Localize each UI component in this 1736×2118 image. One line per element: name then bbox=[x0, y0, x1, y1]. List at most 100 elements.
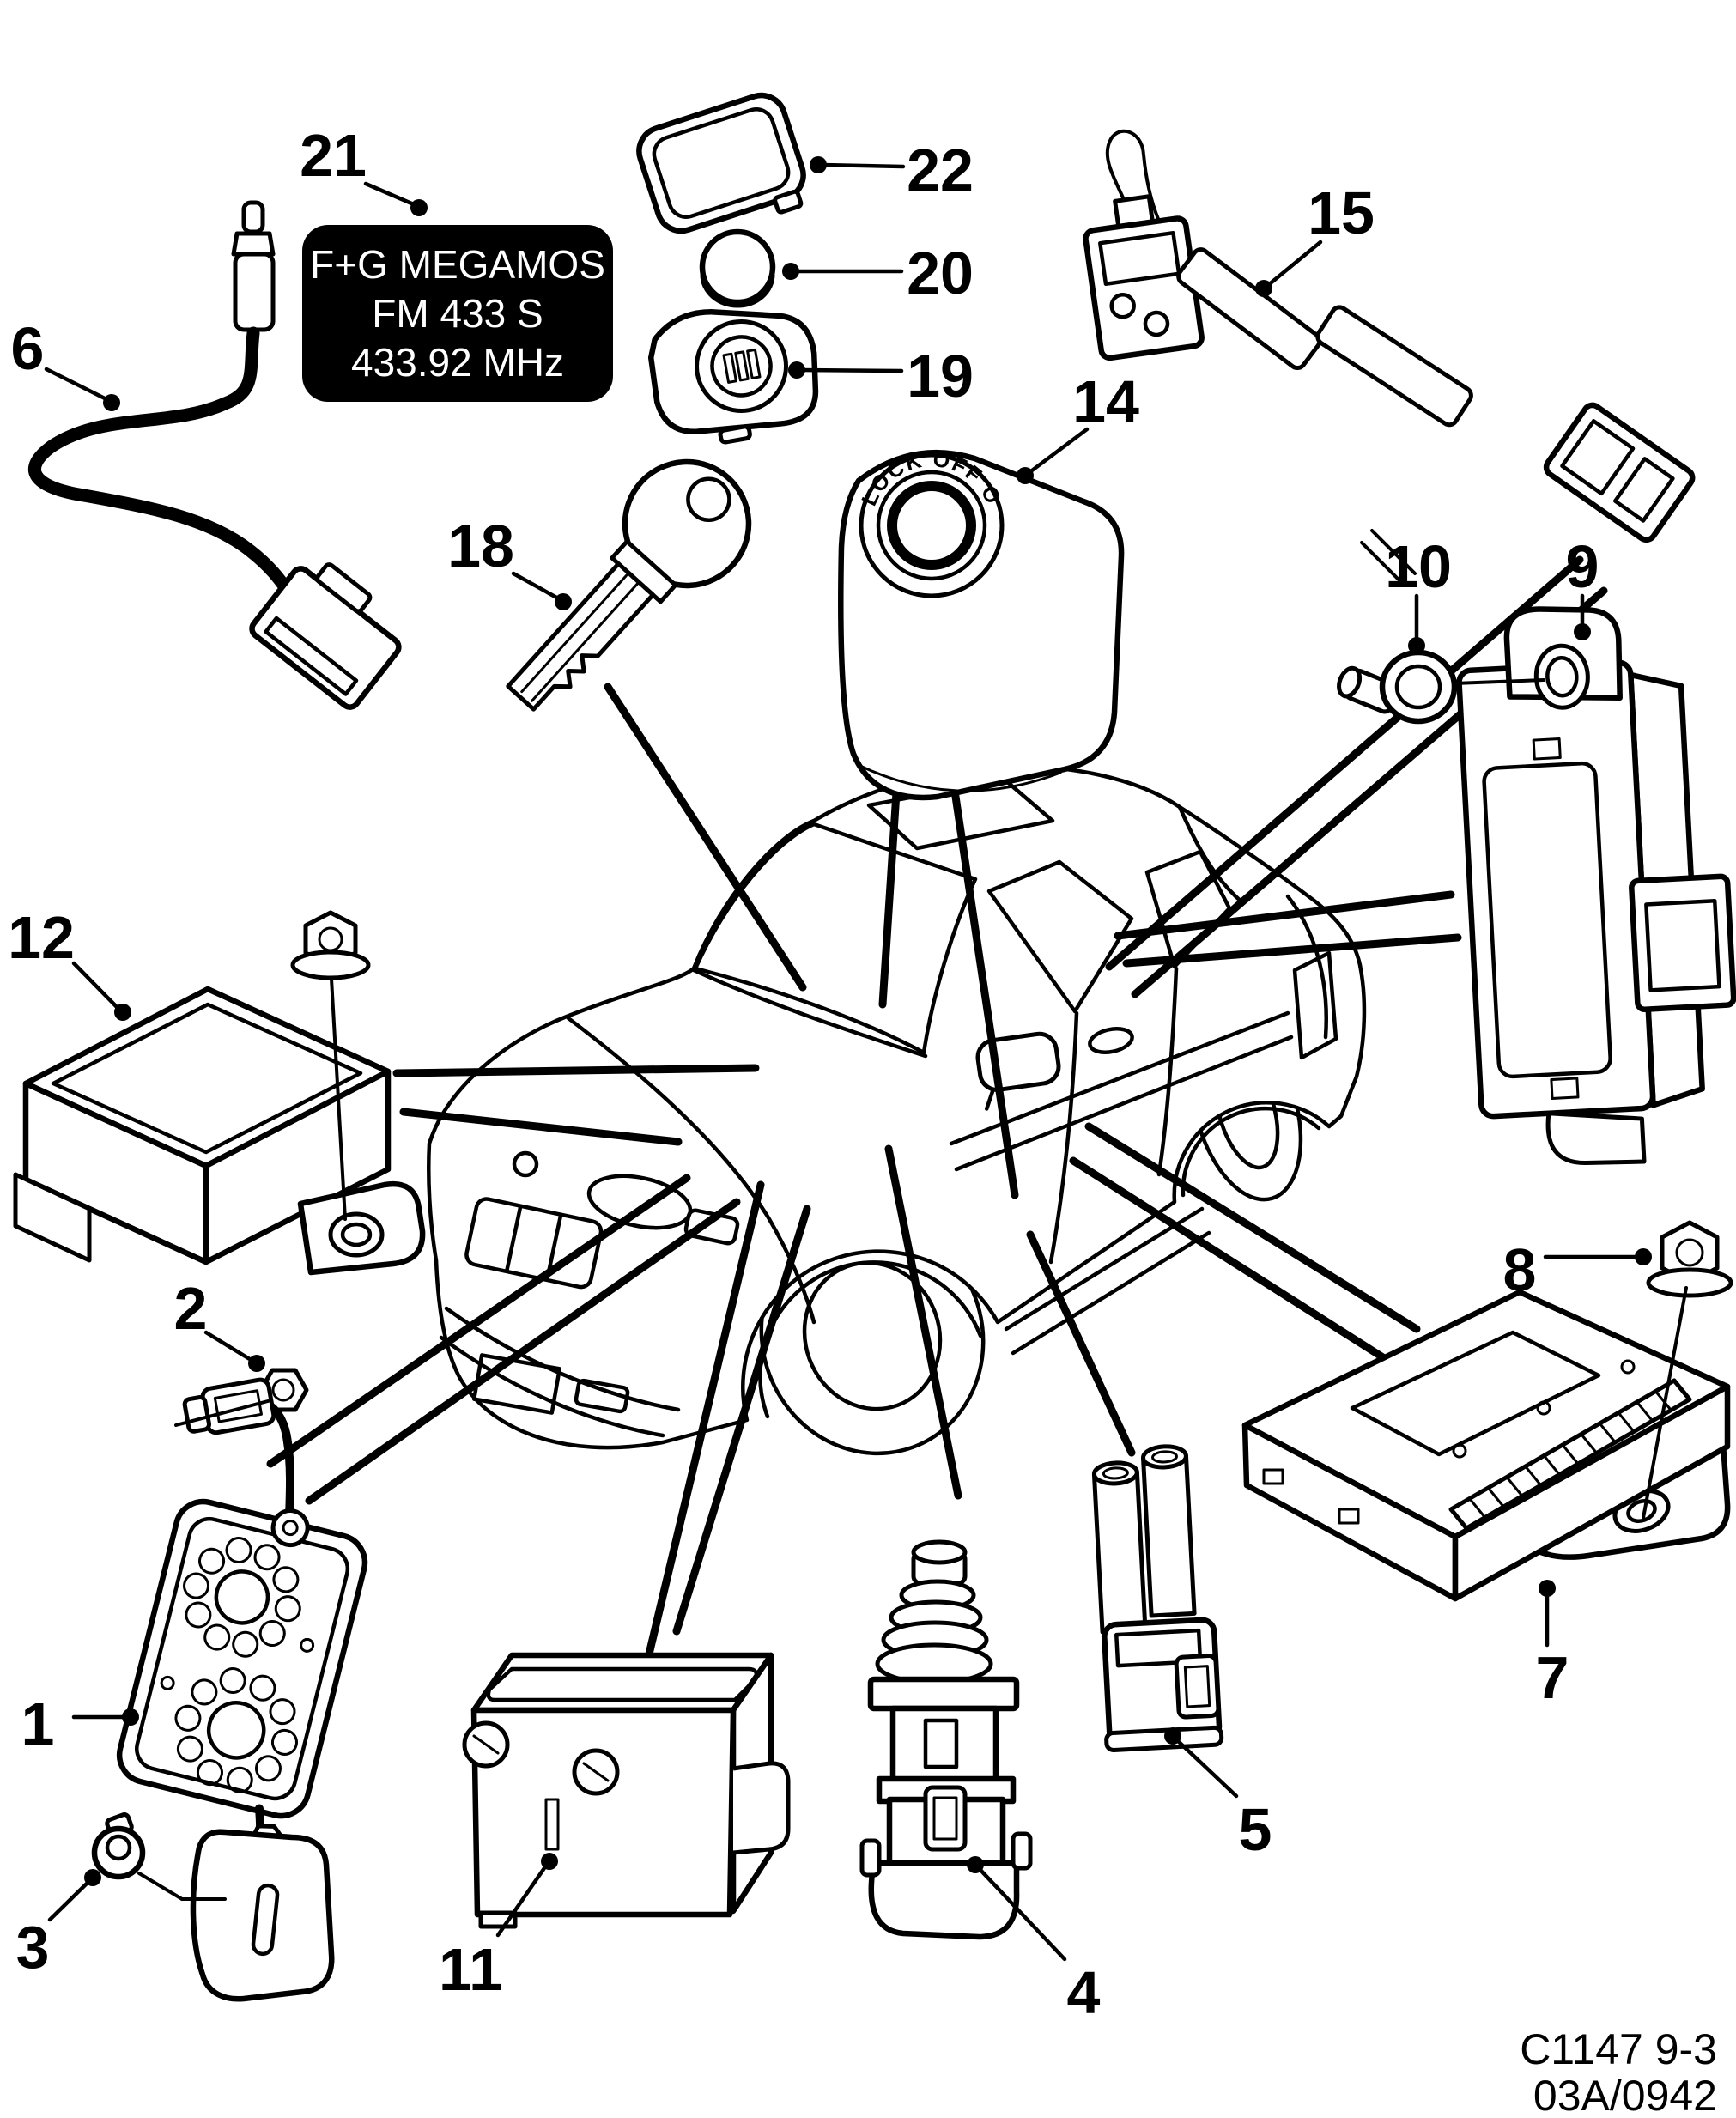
part-leader-line bbox=[672, 1205, 811, 1636]
callout-number: 12 bbox=[8, 904, 75, 971]
part-leader-line bbox=[1105, 555, 1584, 971]
callout-number: 4 bbox=[1067, 1959, 1101, 2026]
car-illustration bbox=[427, 763, 1367, 1456]
callout-ignition-lock-cover: 14 bbox=[1017, 368, 1139, 484]
callout-remote-cover: 22 bbox=[810, 137, 974, 203]
callout-expansion-rivet: 10 bbox=[1385, 533, 1452, 654]
part-leader-line bbox=[884, 1144, 962, 1500]
rear-door-seam bbox=[1156, 966, 1179, 1177]
speaker-hole bbox=[203, 1623, 231, 1651]
callout-dot bbox=[114, 1004, 131, 1021]
auxiliary-lines bbox=[137, 529, 1688, 1901]
callout-dot bbox=[555, 593, 572, 610]
callout-number: 11 bbox=[439, 1936, 502, 2003]
callout-hood-switch: 4 bbox=[967, 1856, 1101, 2026]
speaker-hole bbox=[269, 1698, 296, 1726]
comb-tick bbox=[1636, 1400, 1654, 1423]
callout-holder-bracket: 11 bbox=[439, 1853, 558, 2003]
callout-dot bbox=[967, 1856, 984, 1873]
aux-line bbox=[137, 1872, 184, 1901]
callout-leader bbox=[819, 162, 906, 169]
windshield bbox=[693, 822, 978, 1055]
siren-speaker-2 bbox=[174, 1667, 298, 1793]
aux-line bbox=[1453, 678, 1545, 685]
drawing-code-line-1: C1147 9-3 bbox=[1520, 2025, 1717, 2073]
callout-number: 8 bbox=[1503, 1236, 1537, 1303]
callout-leader bbox=[511, 571, 562, 602]
speaker-hole bbox=[225, 1537, 252, 1564]
comb-tick bbox=[1617, 1411, 1636, 1433]
lock-switch-cable-part bbox=[1083, 129, 1696, 543]
part-leader-line bbox=[1122, 933, 1462, 968]
part-leader-line bbox=[1114, 890, 1455, 940]
door-handle bbox=[1088, 1027, 1134, 1054]
speaker-hole bbox=[270, 1728, 298, 1756]
speaker-hole bbox=[219, 1667, 246, 1695]
speaker-hole bbox=[196, 1759, 223, 1787]
callout-dot bbox=[810, 156, 827, 173]
comb-tick bbox=[1542, 1454, 1561, 1476]
aux-line bbox=[174, 1399, 270, 1427]
plate-line-1: F+G MEGAMOS bbox=[310, 242, 605, 287]
part-leader-line bbox=[1026, 1230, 1136, 1457]
comb-tick bbox=[1672, 1379, 1691, 1401]
callout-number: 21 bbox=[300, 122, 367, 189]
callout-dot bbox=[103, 394, 120, 411]
speaker-hole bbox=[191, 1678, 218, 1706]
key-blade-part bbox=[506, 458, 752, 712]
speaker-hole bbox=[258, 1620, 286, 1648]
speaker-hole bbox=[176, 1735, 203, 1763]
callout-siren-nut: 2 bbox=[174, 1275, 265, 1372]
connector-housing-part bbox=[1091, 1444, 1224, 1752]
callout-dot bbox=[1408, 637, 1425, 654]
callout-number: 5 bbox=[1239, 1796, 1272, 1863]
callout-number: 20 bbox=[907, 240, 974, 306]
callout-antenna-cable: 6 bbox=[11, 315, 120, 411]
callout-leader bbox=[71, 961, 122, 1012]
callout-alarm-control-module: 7 bbox=[1536, 1580, 1569, 1711]
speaker-hole bbox=[254, 1755, 282, 1782]
callout-number: 7 bbox=[1536, 1644, 1569, 1711]
antenna-cable-part bbox=[28, 200, 402, 710]
cable-sleeve-2 bbox=[1315, 305, 1473, 428]
callout-dot bbox=[1255, 280, 1272, 297]
part-leader-lines bbox=[266, 555, 1608, 1824]
rear-arch-lip bbox=[1181, 1107, 1321, 1198]
aux-line bbox=[330, 977, 347, 1221]
comb-tick bbox=[1468, 1497, 1487, 1519]
callout-number: 1 bbox=[21, 1690, 55, 1757]
c-pillar-line bbox=[1177, 804, 1246, 906]
callout-number: 14 bbox=[1072, 368, 1139, 435]
callout-leader bbox=[1026, 427, 1090, 476]
transponder-key-head-part bbox=[647, 309, 819, 445]
speaker-hole bbox=[274, 1595, 301, 1623]
speaker-hole bbox=[253, 1544, 281, 1571]
comb-tick bbox=[1561, 1443, 1580, 1466]
siren-speaker-1 bbox=[183, 1537, 301, 1658]
drawing-code-line-2: 03A/0942 bbox=[1533, 2072, 1717, 2118]
callout-leader bbox=[203, 1330, 255, 1363]
part-leader-line bbox=[305, 1198, 741, 1505]
speaker-hole bbox=[185, 1601, 212, 1629]
bracket-grommet-part bbox=[91, 1812, 146, 1880]
callout-dot bbox=[788, 361, 805, 379]
callout-dot bbox=[122, 1708, 139, 1726]
immobilizer-module-part bbox=[1456, 606, 1736, 1166]
speaker-hole bbox=[249, 1674, 276, 1702]
callout-leader bbox=[976, 1866, 1067, 1962]
siren-bracket-plate bbox=[190, 1829, 335, 2002]
remote-battery-part bbox=[699, 228, 776, 308]
part-leader-line bbox=[266, 1174, 691, 1468]
callout-leader bbox=[47, 1878, 92, 1922]
module-side-connector bbox=[1629, 873, 1736, 1012]
hood-emblem bbox=[512, 1150, 539, 1178]
speaker-hole bbox=[232, 1630, 259, 1658]
callout-dot bbox=[1635, 1248, 1652, 1265]
callout-number: 19 bbox=[907, 343, 974, 410]
alarm-siren-part bbox=[116, 1377, 368, 1939]
hood-switch-part bbox=[859, 1539, 1033, 1940]
rocker-crease bbox=[1004, 1206, 1211, 1356]
